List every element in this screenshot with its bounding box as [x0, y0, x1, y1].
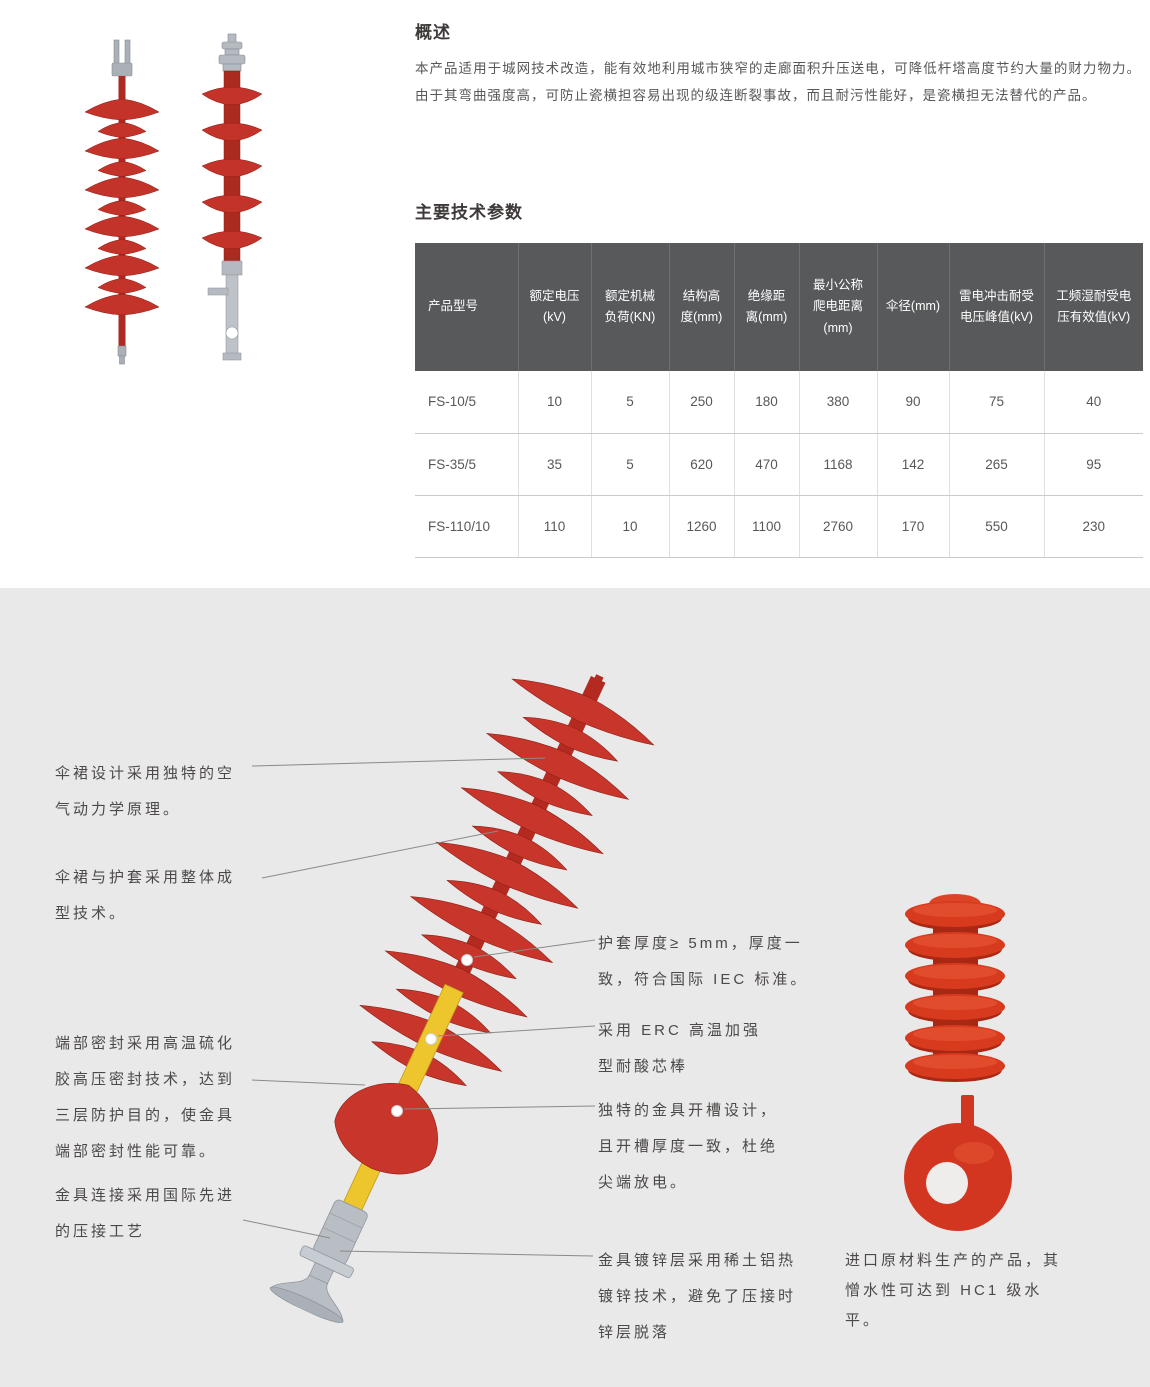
overview-title: 概述 [415, 23, 451, 42]
cell: 110 [518, 495, 592, 558]
insulator-photos-illustration [84, 33, 263, 365]
cell: 10 [591, 495, 670, 558]
cell: 170 [877, 495, 950, 558]
cell: 40 [1044, 371, 1143, 434]
cell: 620 [669, 433, 735, 496]
shed-cross-section-image [898, 1093, 1023, 1243]
col-header-insulation-distance: 绝缘距离(mm) [734, 243, 800, 371]
feature-end-sealing: 端部密封采用高温硫化胶高压密封技术，达到三层防护目的，使金具端部密封性能可靠。 [55, 1035, 236, 1160]
feature-crimp-connection: 金具连接采用国际先进的压接工艺 [55, 1187, 236, 1240]
table-row: FS-10/5 10 5 250 180 380 90 75 40 [415, 371, 1143, 434]
cell: 35 [518, 433, 592, 496]
cell: 550 [949, 495, 1045, 558]
cell: 95 [1044, 433, 1143, 496]
col-header-lightning-impulse: 雷电冲击耐受电压峰值(kV) [949, 243, 1045, 371]
feature-fitting-slot-design: 独特的金具开槽设计，且开槽厚度一致，杜绝尖端放电。 [598, 1102, 779, 1191]
parameters-title: 主要技术参数 [415, 203, 523, 222]
cell: 90 [877, 371, 950, 434]
cell-model: FS-110/10 [415, 495, 519, 558]
cell: 1260 [669, 495, 735, 558]
cell: 10 [518, 371, 592, 434]
cell: 142 [877, 433, 950, 496]
feature-galvanized-coating: 金具镀锌层采用稀土铝热镀锌技术，避免了压接时锌层脱落 [598, 1252, 797, 1341]
cell: 230 [1044, 495, 1143, 558]
cell: 1168 [799, 433, 878, 496]
cell: 265 [949, 433, 1045, 496]
table-header-row: 产品型号 额定电压(kV) 额定机械负荷(KN) 结构高度(mm) 绝缘距离(m… [415, 243, 1143, 371]
cell-model: FS-10/5 [415, 371, 519, 434]
table-row: FS-35/5 35 5 620 470 1168 142 265 95 [415, 433, 1143, 496]
product-photos [60, 32, 300, 377]
cell: 380 [799, 371, 878, 434]
cell: 5 [591, 371, 670, 434]
col-header-model: 产品型号 [415, 243, 519, 371]
parameters-table: 产品型号 额定电压(kV) 额定机械负荷(KN) 结构高度(mm) 绝缘距离(m… [415, 243, 1143, 558]
col-header-structure-height: 结构高度(mm) [669, 243, 735, 371]
feature-sheath-thickness: 护套厚度≥ 5mm，厚度一致，符合国际 IEC 标准。 [598, 935, 809, 988]
table-row: FS-110/10 110 10 1260 1100 2760 170 550 … [415, 495, 1143, 558]
col-header-creepage-distance: 最小公称爬电距离(mm) [799, 243, 878, 371]
cell: 75 [949, 371, 1045, 434]
col-header-mechanical-load: 额定机械负荷(KN) [591, 243, 670, 371]
shed-closeup-image [893, 888, 1018, 1093]
features-section: 伞裙设计采用独特的空气动力学原理。 伞裙与护套采用整体成型技术。 端部密封采用高… [0, 588, 1150, 1387]
material-caption: 进口原材料生产的产品，其憎水性可达到 HC1 级水平。 [845, 1252, 1062, 1329]
cell: 1100 [734, 495, 800, 558]
col-header-power-frequency: 工频湿耐受电压有效值(kV) [1044, 243, 1143, 371]
feature-shed-design: 伞裙设计采用独特的空气动力学原理。 [55, 765, 236, 818]
col-header-rated-voltage: 额定电压(kV) [518, 243, 592, 371]
feature-integral-molding: 伞裙与护套采用整体成型技术。 [55, 869, 236, 922]
feature-erc-core-rod: 采用 ERC 高温加强型耐酸芯棒 [598, 1022, 762, 1075]
cell: 2760 [799, 495, 878, 558]
col-header-shed-diameter: 伞径(mm) [877, 243, 950, 371]
cell: 470 [734, 433, 800, 496]
cell: 5 [591, 433, 670, 496]
overview-body: 本产品适用于城网技术改造，能有效地利用城市狭窄的走廊面积升压送电，可降低杆塔高度… [415, 61, 1141, 103]
cell-model: FS-35/5 [415, 433, 519, 496]
cell: 180 [734, 371, 800, 434]
cell: 250 [669, 371, 735, 434]
